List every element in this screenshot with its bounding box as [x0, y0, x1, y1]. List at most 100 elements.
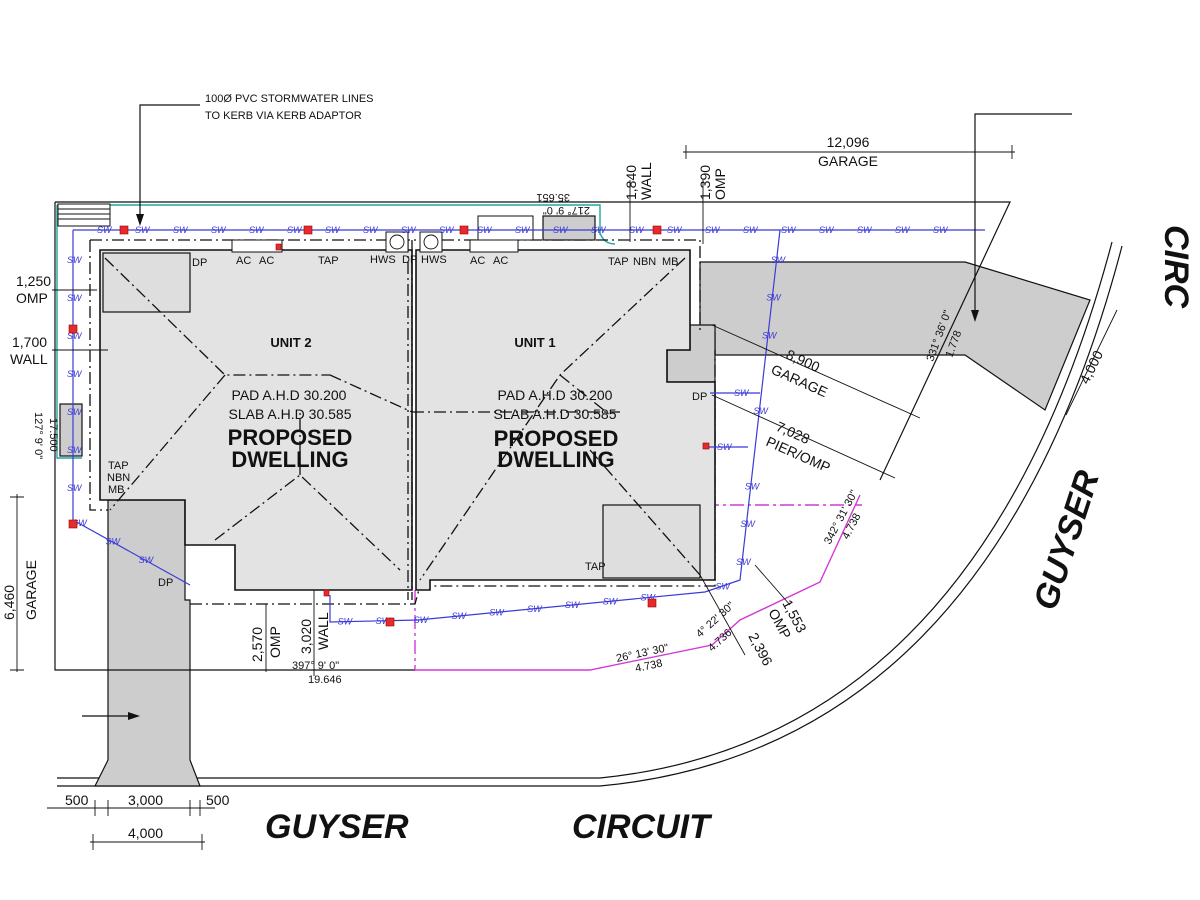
- sw-marker: SW: [338, 617, 354, 627]
- party-wall: [407, 240, 413, 600]
- dim-garage-top-value: 12,096: [827, 134, 870, 150]
- sw-marker: SW: [734, 388, 750, 398]
- sw-marker: SW: [67, 407, 83, 417]
- unit-2-title-line1: PROPOSED: [228, 425, 353, 450]
- label-hws: HWS: [370, 254, 396, 266]
- sw-marker: SW: [363, 225, 379, 235]
- hws-units: [385, 231, 443, 253]
- sw-marker: SW: [743, 225, 759, 235]
- kerb-line-outer: [57, 241, 1113, 779]
- unit-2-footprint: [99, 249, 413, 591]
- bearing-top-dist: 35.651: [536, 191, 570, 203]
- label-ac: AC: [259, 255, 274, 267]
- sw-marker: SW: [766, 293, 782, 303]
- dim-omp-bottom-label: OMP: [267, 626, 283, 658]
- label-tap: TAP: [318, 255, 339, 267]
- sw-marker: SW: [565, 600, 581, 610]
- sw-marker: SW: [287, 225, 303, 235]
- dim-driveway-right: [1065, 309, 1118, 416]
- label-dp: DP: [192, 257, 207, 269]
- unit-1-slab: SLAB A.H.D 30.585: [494, 406, 617, 422]
- dim-omp-left-label: OMP: [16, 290, 48, 306]
- street-name-circuit: CIRCUIT: [572, 808, 713, 846]
- dim-pier-right: [711, 394, 896, 479]
- sw-marker: SW: [895, 225, 911, 235]
- sw-marker: SW: [414, 615, 430, 625]
- sw-marker: SW: [781, 225, 797, 235]
- dim-garage-left-label: GARAGE: [23, 560, 39, 620]
- sw-marker: SW: [451, 611, 467, 621]
- sw-marker: SW: [97, 225, 113, 235]
- dim-omp-corner: [699, 564, 791, 656]
- sw-marker: SW: [67, 331, 83, 341]
- sw-marker: SW: [603, 596, 619, 606]
- unit-2-pad: PAD A.H.D 30.200: [232, 387, 347, 403]
- bearing-curve2-dist: 4.738: [634, 657, 663, 674]
- label-nbn: NBN: [633, 256, 656, 268]
- sw-marker: SW: [591, 225, 607, 235]
- sw-marker: SW: [105, 536, 121, 546]
- bearing-bottom-dist: 19.646: [308, 674, 342, 686]
- sw-marker: SW: [135, 225, 151, 235]
- right-arrowhead: [971, 310, 979, 322]
- dim-wall-left-value: 1,700: [12, 334, 47, 350]
- fence-gate: [599, 232, 616, 245]
- sw-marker: SW: [857, 225, 873, 235]
- porch-unit1: [602, 504, 701, 579]
- bearing-bottom-angle: 397° 9' 0": [292, 660, 339, 672]
- label-tap: TAP: [585, 561, 606, 573]
- dim-garage-top: [683, 145, 1015, 159]
- dim-driveway-left-500b: 500: [206, 792, 230, 808]
- dim-corner-value: 2,396: [745, 630, 776, 669]
- label-nbn: NBN: [107, 472, 130, 484]
- dim-driveway-left-3000: 3,000: [128, 792, 163, 808]
- sw-marker: SW: [376, 616, 392, 626]
- dim-garage-right: [711, 324, 921, 419]
- sw-marker: SW: [527, 604, 543, 614]
- dim-omp-top-label: OMP: [712, 168, 728, 200]
- label-ac: AC: [470, 255, 485, 267]
- label-hws: HWS: [421, 254, 447, 266]
- label-tap: TAP: [608, 256, 629, 268]
- sw-marker: SW: [477, 225, 493, 235]
- sw-marker: SW: [249, 225, 265, 235]
- bearing-left-angle: 127° 9' 0": [32, 412, 44, 459]
- note-line-2: TO KERB VIA KERB ADAPTOR: [205, 110, 362, 122]
- sw-marker: SW: [67, 445, 83, 455]
- dim-driveway-left-total: 4,000: [128, 825, 163, 841]
- street-name-guyser: GUYSER: [265, 808, 409, 846]
- sw-marker: SW: [515, 225, 531, 235]
- sw-marker: SW: [819, 225, 835, 235]
- rainwater-tank: [57, 203, 111, 227]
- sw-marker: SW: [667, 225, 683, 235]
- entry-arrowhead: [128, 712, 140, 720]
- sw-marker: SW: [67, 483, 83, 493]
- dim-omp-top-value: 1,390: [697, 165, 713, 200]
- bin-pad-left: [59, 403, 83, 457]
- bearing-left-dist: 17.500: [47, 418, 59, 452]
- ac-units: [231, 215, 596, 253]
- label-ac: AC: [493, 255, 508, 267]
- street-name-circuit-right: CIRC: [1157, 225, 1195, 309]
- sw-marker: SW: [325, 225, 341, 235]
- sw-marker: SW: [705, 225, 721, 235]
- sw-marker: SW: [553, 225, 569, 235]
- unit-2-title-line2: DWELLING: [231, 447, 348, 472]
- fixture-labels: DP AC AC TAP HWS DP HWS AC AC TAP NBN MB…: [107, 254, 707, 589]
- dim-wall-top-value: 1,840: [623, 165, 639, 200]
- label-dp: DP: [402, 254, 417, 266]
- dim-garage-left-value: 6,460: [1, 585, 17, 620]
- unit-1-name: UNIT 1: [514, 335, 555, 350]
- dim-driveway-left-500a: 500: [65, 792, 89, 808]
- sw-marker: SW: [67, 255, 83, 265]
- dim-wall-bottom-label: WALL: [315, 612, 331, 650]
- bearing-top-angle: 217° 9' 0": [543, 204, 590, 216]
- sw-marker: SW: [67, 369, 83, 379]
- porch-unit2: [102, 252, 191, 313]
- sw-marker: SW: [715, 581, 731, 591]
- sw-marker: SW: [762, 330, 778, 340]
- sw-marker: SW: [771, 255, 787, 265]
- note-arrowhead: [136, 214, 144, 226]
